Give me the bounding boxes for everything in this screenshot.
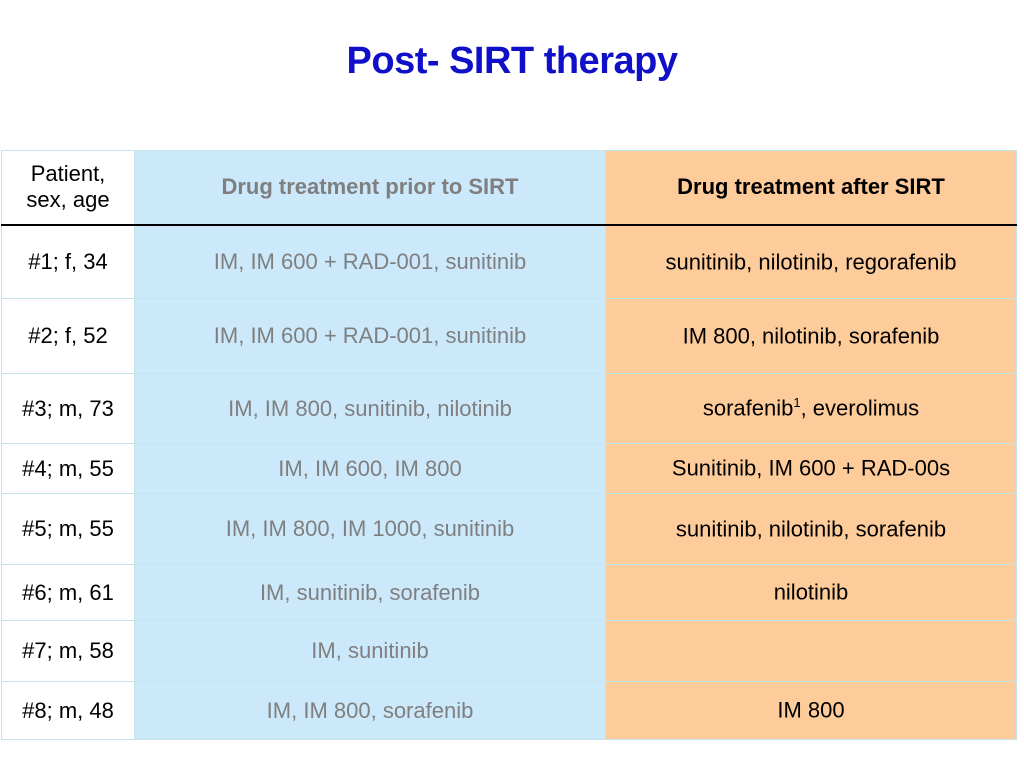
footnote-marker: 1 [793,395,801,411]
cell-prior: IM, IM 600 + RAD-001, sunitinib [134,298,606,374]
cell-after: nilotinib [605,564,1017,621]
cell-prior: IM, IM 600 + RAD-001, sunitinib [134,224,606,299]
cell-after: sunitinib, nilotinib, sorafenib [605,493,1017,565]
cell-after-text: sunitinib, nilotinib, sorafenib [675,516,947,542]
header-patient-line2: sex, age [26,187,110,213]
cell-after: Sunitinib, IM 600 + RAD-00s [605,443,1017,494]
cell-prior: IM, sunitinib, sorafenib [134,564,606,621]
cell-patient: #1; f, 34 [1,224,135,299]
cell-after: IM 800 [605,681,1017,740]
header-after: Drug treatment after SIRT [605,150,1017,226]
cell-patient: #8; m, 48 [1,681,135,740]
cell-patient: #5; m, 55 [1,493,135,565]
cell-prior: IM, IM 600, IM 800 [134,443,606,494]
slide-title: Post- SIRT therapy [346,40,678,82]
cell-after-rest: , everolimus [800,395,920,421]
cell-patient: #3; m, 73 [1,373,135,444]
header-patient-line1: Patient, [30,161,106,187]
cell-after: sorafenib1, everolimus [605,373,1017,444]
header-patient: Patient, sex, age [1,150,135,226]
cell-after-text: nilotinib [773,579,849,605]
cell-prior: IM, IM 800, IM 1000, sunitinib [134,493,606,565]
cell-after-text: IM 800, nilotinib, sorafenib [682,323,940,349]
cell-after-text: IM 800 [777,697,845,723]
cell-after: IM 800, nilotinib, sorafenib [605,298,1017,374]
cell-patient: #2; f, 52 [1,298,135,374]
cell-patient: #7; m, 58 [1,620,135,682]
cell-after: sunitinib, nilotinib, regorafenib [605,224,1017,299]
header-prior: Drug treatment prior to SIRT [134,150,606,226]
therapy-table: Patient, sex, age Drug treatment prior t… [1,150,1017,740]
cell-after-text: sorafenib [702,395,794,421]
header-row: Patient, sex, age Drug treatment prior t… [1,150,1017,226]
cell-prior: IM, IM 800, sunitinib, nilotinib [134,373,606,444]
cell-after [605,620,1017,682]
cell-after-text: Sunitinib, IM 600 + RAD-00s [671,455,951,481]
cell-prior: IM, sunitinib [134,620,606,682]
cell-patient: #4; m, 55 [1,443,135,494]
cell-after-text: sunitinib, nilotinib, regorafenib [665,248,957,274]
cell-prior: IM, IM 800, sorafenib [134,681,606,740]
cell-patient: #6; m, 61 [1,564,135,621]
